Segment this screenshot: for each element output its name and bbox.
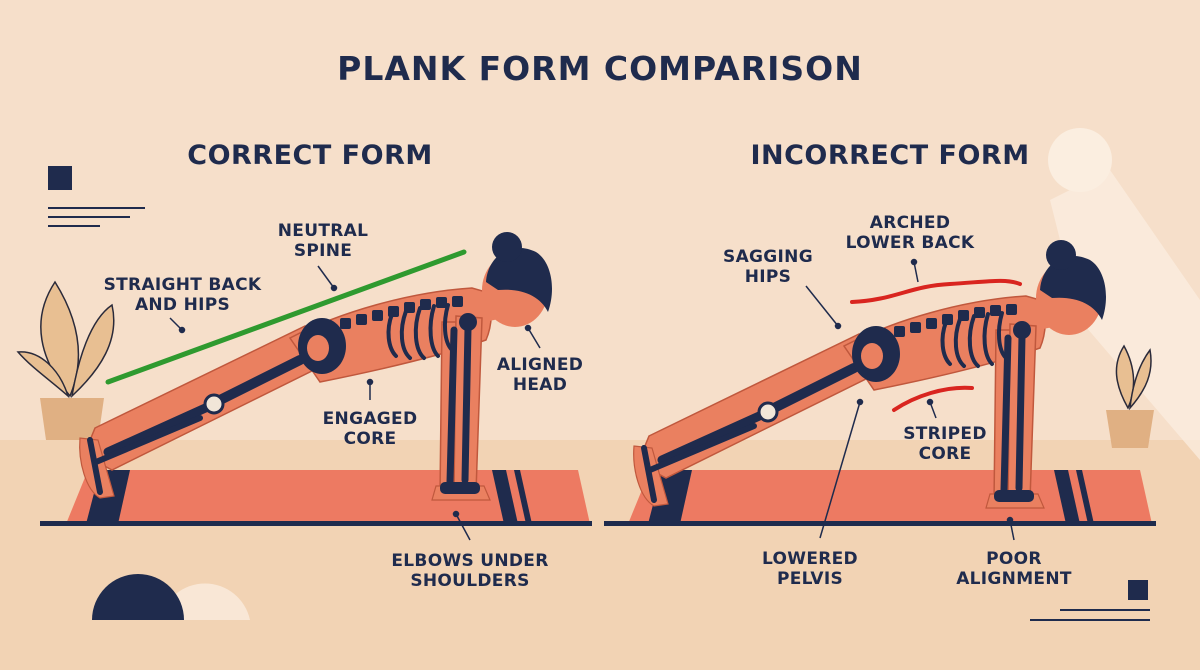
lamp-circle — [1048, 128, 1112, 192]
label-aligned-head: ALIGNED HEAD — [496, 355, 584, 395]
plant-right-icon — [1106, 344, 1154, 448]
square-icon-small — [1128, 580, 1148, 600]
yoga-mat-left — [40, 470, 592, 526]
plant-left-icon — [16, 280, 115, 440]
label-neutral-spine: NEUTRAL SPINE — [277, 221, 369, 261]
striped-core-indicator — [892, 385, 974, 412]
half-circles-icon — [92, 574, 250, 620]
pointers-correct — [169, 265, 541, 541]
yoga-mat-right — [604, 470, 1156, 526]
label-engaged-core: ENGAGED CORE — [322, 409, 418, 449]
arched-back-indicator — [850, 278, 1022, 304]
label-arched-lower-back: ARCHED LOWER BACK — [845, 213, 975, 253]
square-icon — [48, 166, 72, 190]
label-lowered-pelvis: LOWERED PELVIS — [762, 549, 858, 589]
heading-correct-form: CORRECT FORM — [187, 140, 433, 171]
decor-lines-right — [1030, 609, 1150, 621]
page-title: PLANK FORM COMPARISON — [337, 49, 863, 88]
straight-line-indicator — [105, 249, 467, 385]
label-sagging-hips: SAGGING HIPS — [723, 247, 813, 287]
label-elbows-under-shoulders: ELBOWS UNDER SHOULDERS — [391, 551, 549, 591]
heading-incorrect-form: INCORRECT FORM — [750, 140, 1030, 171]
pointers-incorrect — [805, 258, 1015, 541]
label-striped-core: STRIPED CORE — [903, 424, 987, 464]
light-beam — [1050, 170, 1200, 460]
label-straight-back-and-hips: STRAIGHT BACK AND HIPS — [103, 275, 262, 315]
label-poor-alignment: POOR ALIGNMENT — [956, 549, 1072, 589]
decor-lines — [48, 207, 145, 227]
